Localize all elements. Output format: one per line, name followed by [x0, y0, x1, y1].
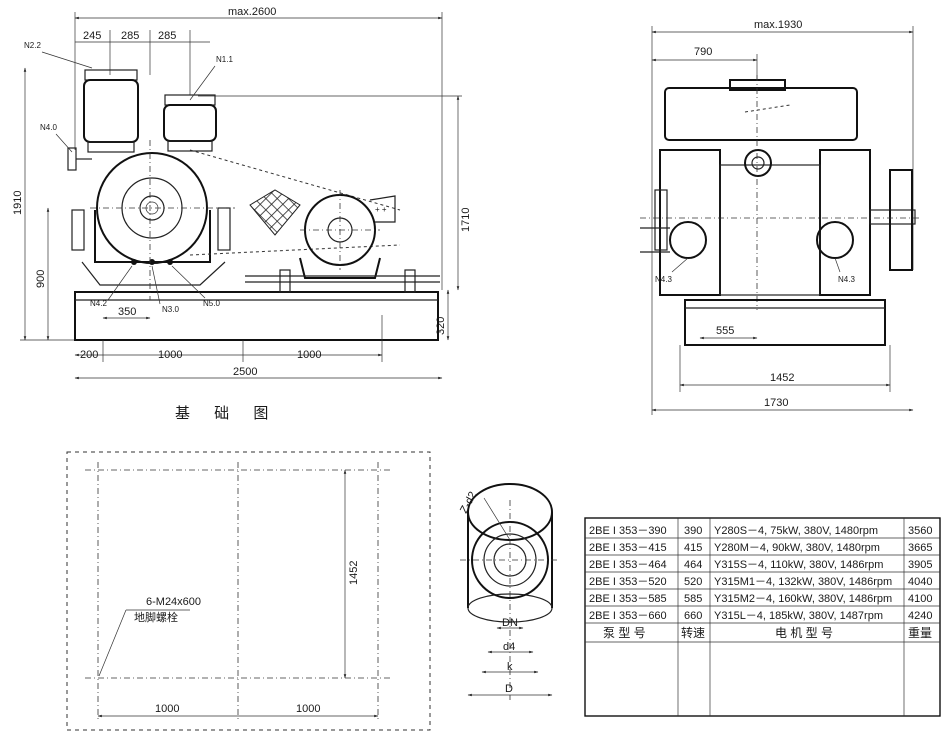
- side-elevation-view: max.1930 790 N4.3 N4.3 555: [640, 19, 920, 415]
- nozzle-N4-3-left: N4.3: [655, 275, 672, 284]
- dim-max-1930: max.1930: [754, 19, 802, 31]
- dim-900: 900: [35, 270, 47, 288]
- spec-table: 2BE I 353－390 390 Y280S－4, 75kW, 380V, 1…: [584, 517, 941, 717]
- row5-motor: Y315M2－4, 160kW, 380V, 1486rpm: [714, 593, 892, 605]
- front-elevation-view: max.2600 245 285 285 1910 900 1710 320: [12, 6, 472, 380]
- dim-555: 555: [716, 325, 734, 337]
- nozzle-N3-0: N3.0: [162, 305, 179, 314]
- row2-model: 2BE I 353－415: [589, 542, 667, 554]
- nozzle-N4-3-right: N4.3: [838, 275, 855, 284]
- row3-weight: 3905: [908, 559, 932, 571]
- flange-DN: DN: [502, 617, 518, 629]
- row3-speed: 464: [684, 559, 702, 571]
- header-speed: 转速: [681, 625, 705, 640]
- header-pump-model: 泵 型 号: [603, 626, 646, 640]
- motor-terminal-mark: + +: [375, 205, 387, 214]
- flange-d4: d4: [503, 641, 515, 653]
- dim-1000a: 1000: [158, 349, 182, 361]
- row5-weight: 4100: [908, 593, 932, 605]
- row3-model: 2BE I 353－464: [589, 559, 667, 571]
- row6-weight: 4240: [908, 610, 932, 622]
- row6-model: 2BE I 353－660: [589, 610, 667, 622]
- nozzle-N2-2: N2.2: [24, 41, 41, 50]
- row2-speed: 415: [684, 542, 702, 554]
- bolt-label: 地脚螺栓: [134, 610, 178, 624]
- flange-D: D: [505, 683, 513, 695]
- row5-model: 2BE I 353－585: [589, 593, 667, 605]
- row3-motor: Y315S－4, 110kW, 380V, 1486rpm: [714, 559, 883, 571]
- dim-1000b: 1000: [297, 349, 321, 361]
- dim-320: 320: [435, 317, 447, 335]
- dim-1452-plan: 1452: [348, 561, 360, 585]
- dim-1710: 1710: [460, 208, 472, 232]
- dim-1452-side: 1452: [770, 372, 794, 384]
- row1-weight: 3560: [908, 525, 932, 537]
- dim-1910: 1910: [12, 191, 24, 215]
- dim-200: 200: [80, 349, 98, 361]
- row6-motor: Y315L－4, 185kW, 380V, 1487rpm: [714, 610, 883, 622]
- nozzle-N4-0: N4.0: [40, 123, 57, 132]
- flange-holes-label: Z-d2: [458, 490, 479, 516]
- dim-350: 350: [118, 306, 136, 318]
- row6-speed: 660: [684, 610, 702, 622]
- dim-285b: 285: [158, 30, 176, 42]
- row2-weight: 3665: [908, 542, 932, 554]
- row1-motor: Y280S－4, 75kW, 380V, 1480rpm: [714, 525, 878, 537]
- bolt-spec: 6-M24x600: [146, 596, 201, 608]
- dim-2500: 2500: [233, 366, 257, 378]
- row4-weight: 4040: [908, 576, 932, 588]
- row1-speed: 390: [684, 525, 702, 537]
- dim-245: 245: [83, 30, 101, 42]
- dim-1000-plan-b: 1000: [296, 703, 320, 715]
- row5-speed: 585: [684, 593, 702, 605]
- header-motor-model: 电 机 型 号: [775, 626, 833, 640]
- nozzle-N1-1: N1.1: [216, 55, 233, 64]
- row4-speed: 520: [684, 576, 702, 588]
- nozzle-N5-0: N5.0: [203, 299, 220, 308]
- dim-1730: 1730: [764, 397, 788, 409]
- dim-max-2600: max.2600: [228, 6, 276, 18]
- flange-detail: Z-d2 DN d4 k D: [458, 483, 560, 700]
- dim-285a: 285: [121, 30, 139, 42]
- row1-model: 2BE I 353－390: [589, 525, 667, 537]
- flange-k: k: [507, 661, 513, 673]
- foundation-plan: 1452 6-M24x600 地脚螺栓 1000 1000: [66, 451, 431, 731]
- row4-motor: Y315M1－4, 132kW, 380V, 1486rpm: [714, 576, 892, 588]
- header-weight: 重量: [908, 626, 932, 640]
- row4-model: 2BE I 353－520: [589, 576, 667, 588]
- dim-790: 790: [694, 46, 712, 58]
- dim-1000-plan-a: 1000: [155, 703, 179, 715]
- row2-motor: Y280M－4, 90kW, 380V, 1480rpm: [714, 542, 880, 554]
- nozzle-N4-2: N4.2: [90, 299, 107, 308]
- foundation-title: 基 础 图: [175, 405, 278, 422]
